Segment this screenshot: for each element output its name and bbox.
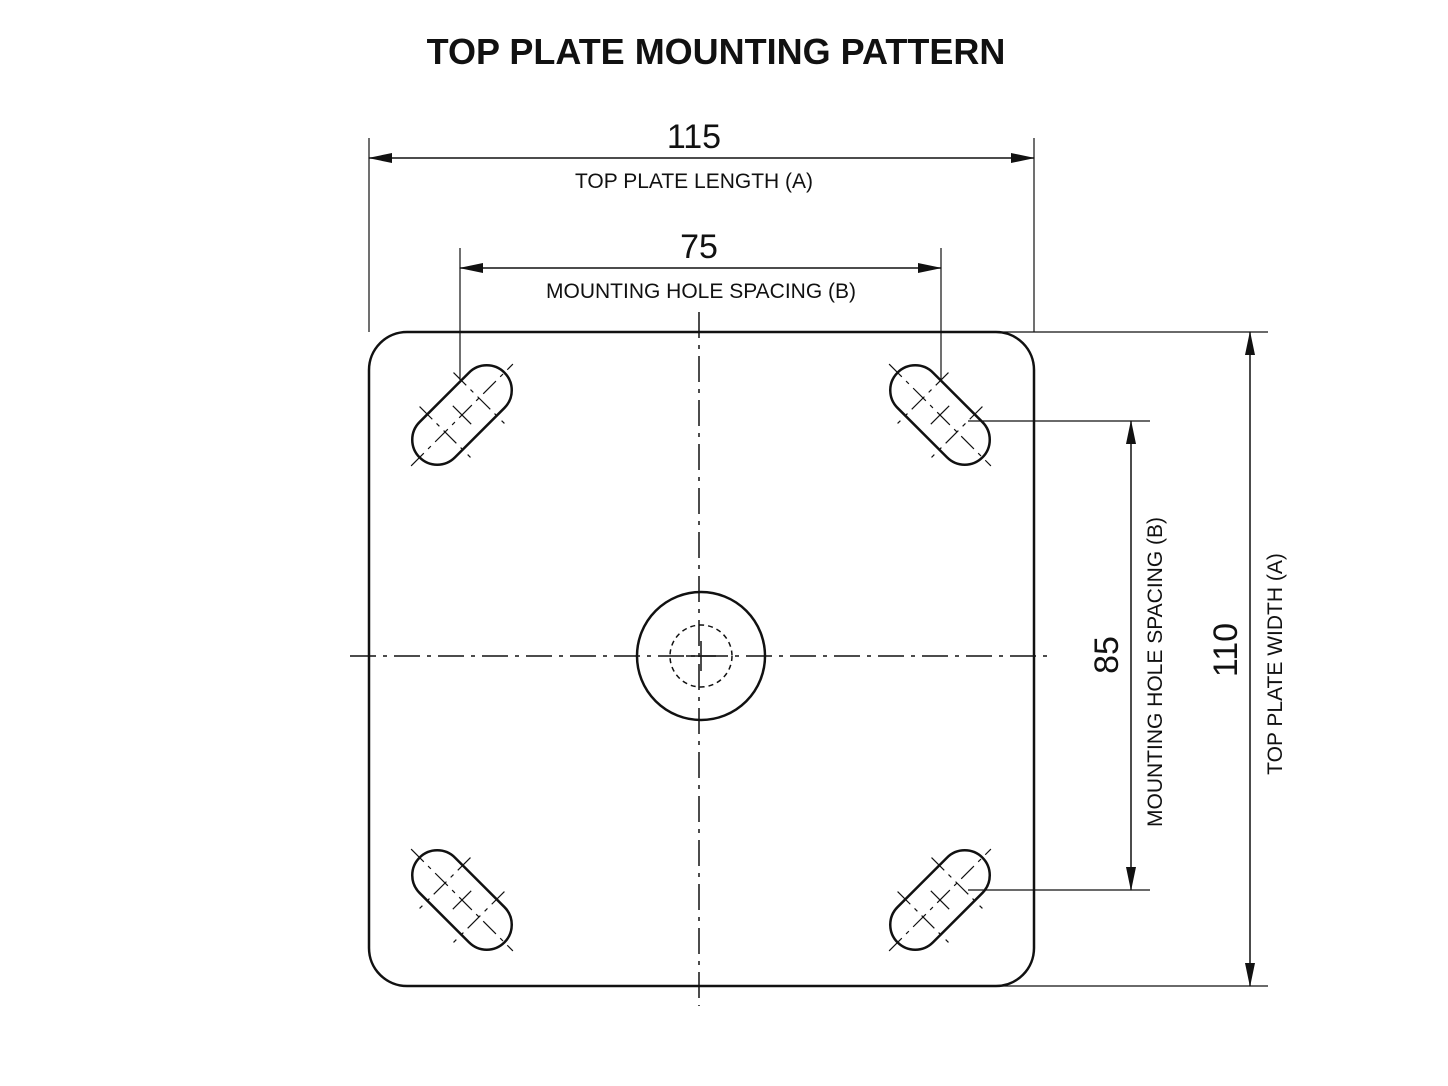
mounting-slot-bottom-right [888,848,992,952]
plate-width-value: 110 [1207,623,1245,677]
dimension-hole-spacing-horizontal: 75 MOUNTING HOLE SPACING (B) [459,228,942,380]
mounting-slot-top-left [410,363,514,467]
hole-spacing-x-value: 75 [680,228,718,266]
top-plate-outline [367,330,1036,988]
drawing-title: TOP PLATE MOUNTING PATTERN [427,31,1006,72]
dimension-plate-length: 115 TOP PLATE LENGTH (A) [368,118,1035,332]
mounting-slot-bottom-left [410,848,514,952]
mounting-slot-top-right [888,363,992,467]
hole-spacing-y-label: MOUNTING HOLE SPACING (B) [1144,517,1167,827]
plate-length-value: 115 [667,118,721,156]
plate-length-label: TOP PLATE LENGTH (A) [575,170,813,193]
hole-spacing-x-label: MOUNTING HOLE SPACING (B) [546,280,856,303]
hole-spacing-y-value: 85 [1088,636,1126,674]
dimension-hole-spacing-vertical: 85 MOUNTING HOLE SPACING (B) [968,420,1167,891]
dimension-plate-width: 110 TOP PLATE WIDTH (A) [1000,331,1287,987]
plate-width-label: TOP PLATE WIDTH (A) [1264,553,1287,775]
center-boss [635,590,767,722]
